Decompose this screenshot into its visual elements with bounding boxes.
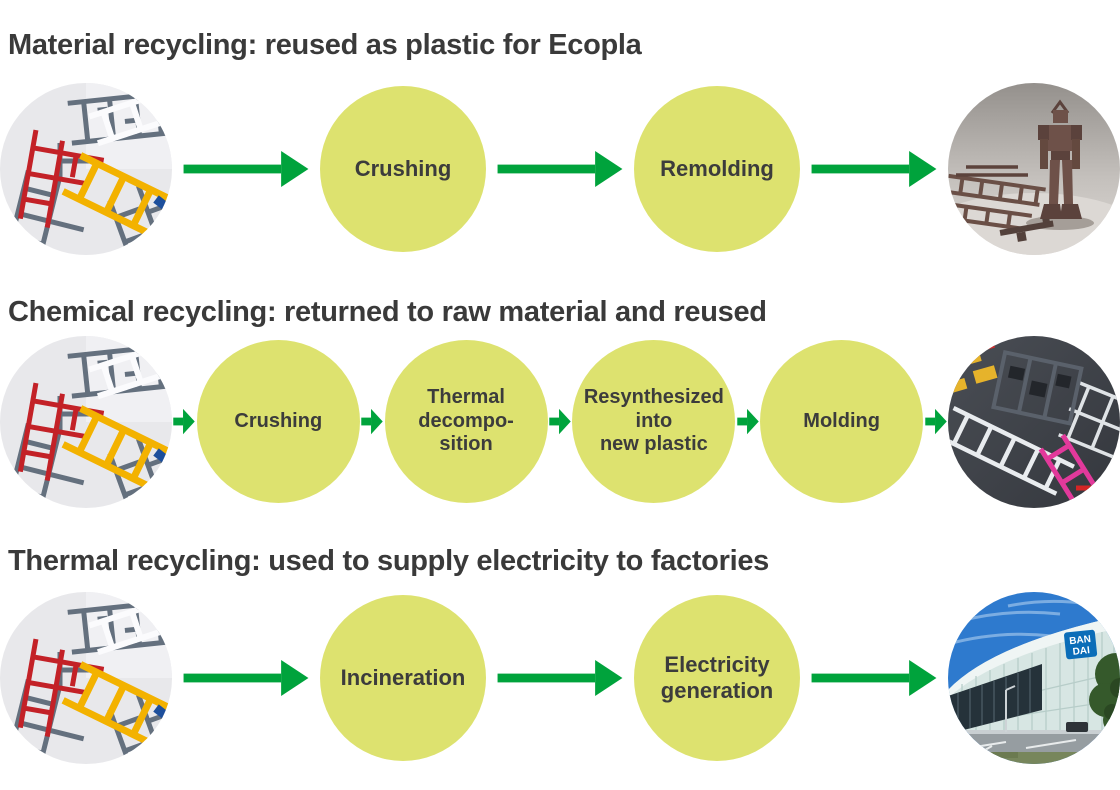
arrow-right-icon — [811, 150, 937, 187]
step-molding: Molding — [760, 340, 924, 504]
chemical-recycling-heading: Chemical recycling: returned to raw mate… — [8, 295, 767, 328]
material-recycling-heading: Material recycling: reused as plastic fo… — [8, 29, 642, 61]
thermal-recycling-section: Thermal recycling: used to supply electr… — [0, 544, 1120, 765]
plastic-runners-photo — [0, 336, 172, 508]
step-label: Electricity generation — [660, 652, 774, 704]
plastic-runners-photo — [0, 83, 172, 255]
arrow-right-icon — [497, 150, 623, 187]
arrow-zone — [800, 658, 948, 698]
bandai-factory-photo — [948, 592, 1120, 765]
arrow-zone — [486, 149, 634, 189]
arrow-right-icon — [497, 660, 623, 697]
step-crushing: Crushing — [196, 340, 360, 504]
arrow-right-icon — [924, 408, 947, 434]
step-resynthesized: Resynthesized into new plastic — [572, 340, 736, 504]
step-crushing: Crushing — [320, 85, 486, 252]
arrow-right-icon — [183, 150, 309, 187]
arrow-right-icon — [183, 660, 309, 697]
step-label: Resynthesized into new plastic — [583, 386, 724, 456]
step-remolding: Remolding — [634, 85, 800, 252]
step-label: Crushing — [354, 155, 452, 181]
arrow-zone — [800, 149, 948, 189]
arrow-zone — [172, 149, 320, 189]
arrow-right-icon — [811, 660, 937, 697]
arrow-zone — [172, 658, 320, 698]
material-recycling-flow: Crushing Remolding — [0, 82, 1120, 255]
material-recycling-section: Material recycling: reused as plastic fo… — [0, 0, 1120, 255]
robot-model-photo — [948, 82, 1120, 255]
thermal-recycling-heading: Thermal recycling: used to supply electr… — [8, 544, 769, 577]
step-electricity-generation: Electricity generation — [634, 595, 800, 762]
arrow-right-icon — [737, 408, 759, 434]
step-label: Thermal decompo- sition — [418, 386, 514, 456]
chemical-recycling-flow: Crushing Thermal decompo- sition Resynth… — [0, 336, 1120, 508]
step-label: Remolding — [660, 155, 774, 181]
arrow-right-icon — [549, 408, 571, 434]
plastic-runners-photo — [0, 592, 172, 764]
step-label: Molding — [803, 409, 880, 432]
arrow-right-icon — [361, 408, 383, 434]
step-label: Incineration — [340, 665, 466, 691]
thermal-recycling-flow: Incineration Electricity generation — [0, 592, 1120, 765]
step-thermal-decomposition: Thermal decompo- sition — [384, 340, 548, 504]
chemical-recycling-section: Chemical recycling: returned to raw mate… — [0, 295, 1120, 508]
arrow-right-icon — [173, 408, 196, 434]
dark-runners-photo — [948, 336, 1120, 508]
step-incineration: Incineration — [320, 595, 486, 762]
arrow-zone — [486, 658, 634, 698]
step-label: Crushing — [234, 409, 323, 432]
